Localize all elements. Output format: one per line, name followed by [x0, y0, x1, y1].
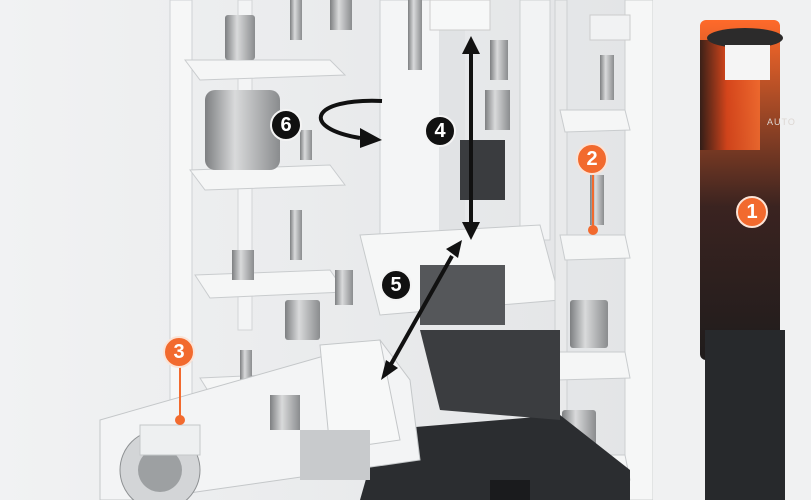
leader-dot-3: [175, 415, 185, 425]
marker-2: 2: [576, 143, 608, 175]
auto-tower: [700, 20, 785, 500]
marker-5: 5: [380, 269, 412, 301]
marker-6: 6: [270, 109, 302, 141]
right-tool-rack: [551, 0, 654, 500]
rotation-arrow: [318, 98, 383, 140]
machine-base: [360, 330, 630, 500]
marker-2-label: 2: [586, 147, 598, 170]
marker-4: 4: [424, 115, 456, 147]
marker-4-label: 4: [434, 119, 446, 142]
marker-5-label: 5: [390, 273, 402, 296]
marker-3: 3: [163, 336, 195, 368]
marker-3-label: 3: [173, 340, 185, 363]
marker-1: 1: [736, 196, 768, 228]
marker-6-label: 6: [280, 113, 292, 136]
marker-1-label: 1: [746, 200, 758, 223]
motion-arrows: [318, 36, 480, 380]
tower-brand-label: AUTO: [767, 117, 796, 127]
diagonal-arrow: [388, 255, 454, 367]
worktable: [99, 339, 421, 500]
leader-dot-2: [588, 225, 598, 235]
